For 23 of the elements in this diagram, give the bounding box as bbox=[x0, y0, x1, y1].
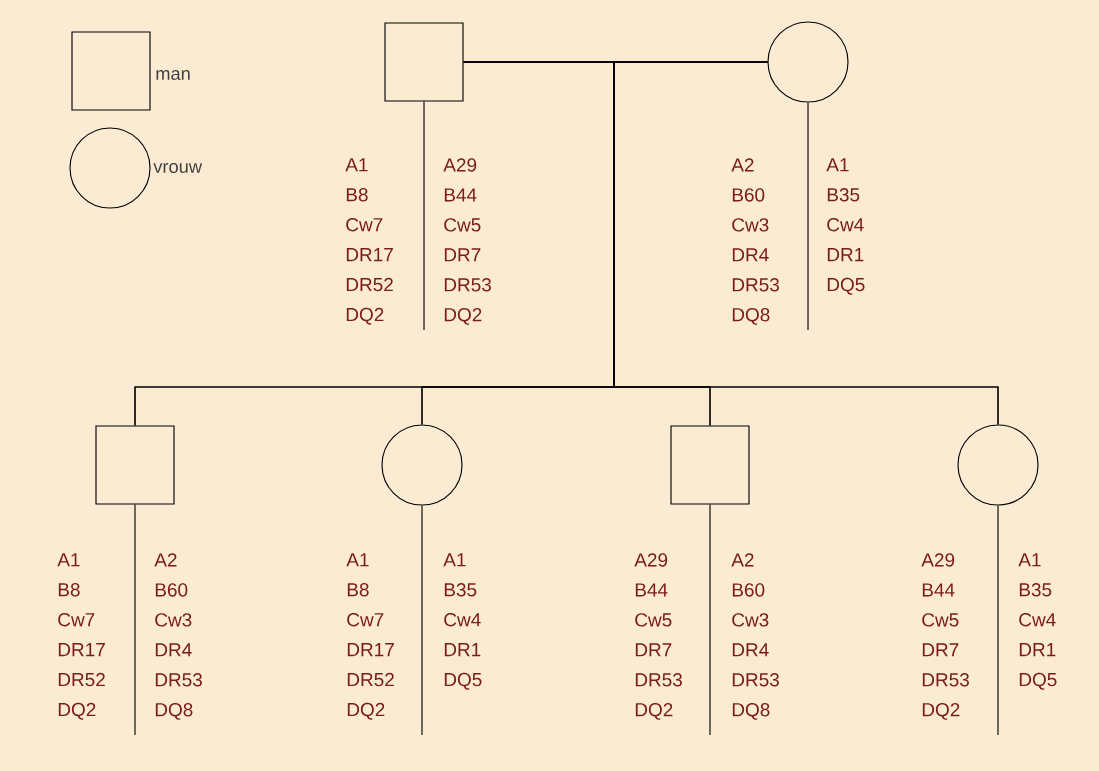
haplotype-column: A1 B8 Cw7 DR17 DR52 DQ2 bbox=[57, 553, 105, 720]
circle-symbol bbox=[69, 127, 151, 209]
haplotype-column: A1 B35 Cw4 DR1 DQ5 bbox=[826, 158, 865, 295]
circle-symbol bbox=[957, 424, 1039, 506]
haplotype-column: A1 B8 Cw7 DR17 DR52 DQ2 bbox=[345, 158, 393, 325]
haplotype-column: A1 B35 Cw4 DR1 DQ5 bbox=[443, 553, 482, 690]
pedigree-line bbox=[613, 61, 999, 425]
circle-symbol bbox=[767, 21, 849, 103]
haplotype-column: A2 B60 Cw3 DR4 DR53 DQ8 bbox=[731, 553, 779, 720]
symbol-label: man bbox=[156, 70, 190, 80]
haplotype-column: A2 B60 Cw3 DR4 DR53 DQ8 bbox=[731, 158, 779, 325]
haplotype-column: A29 B44 Cw5 DR7 DR53 DQ2 bbox=[443, 158, 491, 325]
square-symbol bbox=[95, 425, 175, 505]
circle-symbol bbox=[381, 424, 463, 506]
haplotype-column: A1 B35 Cw4 DR1 DQ5 bbox=[1018, 553, 1057, 690]
square-symbol bbox=[670, 425, 750, 505]
haplotype-column: A29 B44 Cw5 DR7 DR53 DQ2 bbox=[921, 553, 969, 720]
symbol-label: vrouw bbox=[153, 163, 203, 173]
square-symbol bbox=[384, 22, 464, 102]
haplotype-column: A1 B8 Cw7 DR17 DR52 DQ2 bbox=[346, 553, 394, 720]
haplotype-column: A29 B44 Cw5 DR7 DR53 DQ2 bbox=[634, 553, 682, 720]
haplotype-column: A2 B60 Cw3 DR4 DR53 DQ8 bbox=[154, 553, 202, 720]
square-symbol bbox=[71, 31, 151, 111]
